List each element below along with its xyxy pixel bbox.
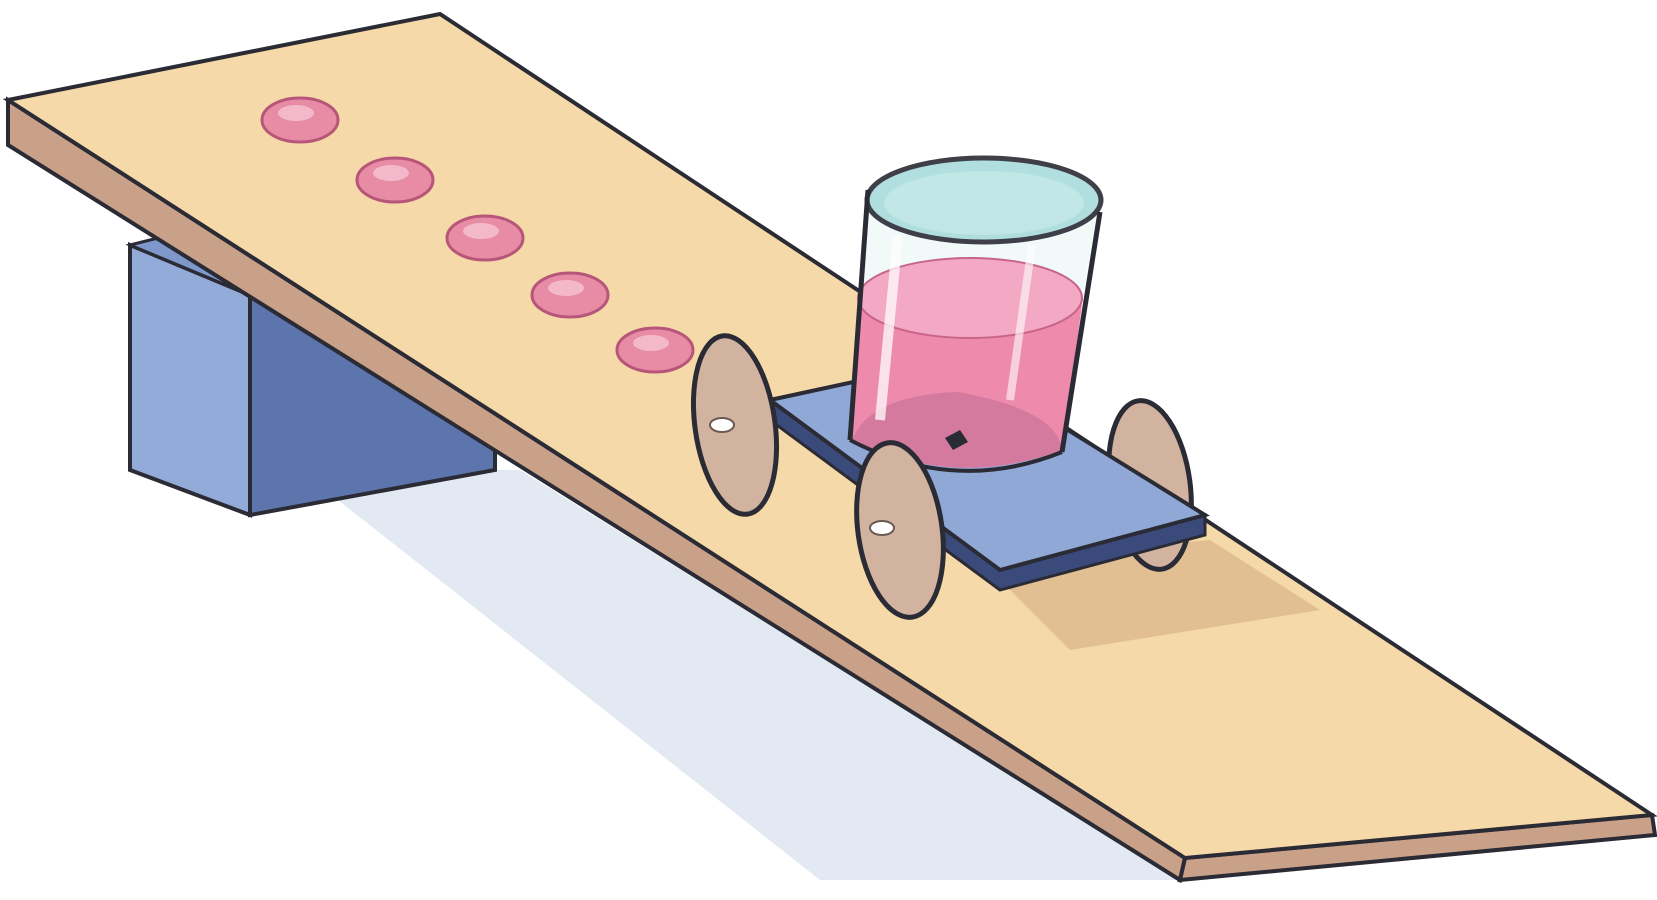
drip-mark [617,328,693,372]
beaker [850,158,1101,471]
drip-mark [447,216,523,260]
drip-mark [357,158,433,202]
drip-mark [262,98,338,142]
drip-mark [532,273,608,317]
